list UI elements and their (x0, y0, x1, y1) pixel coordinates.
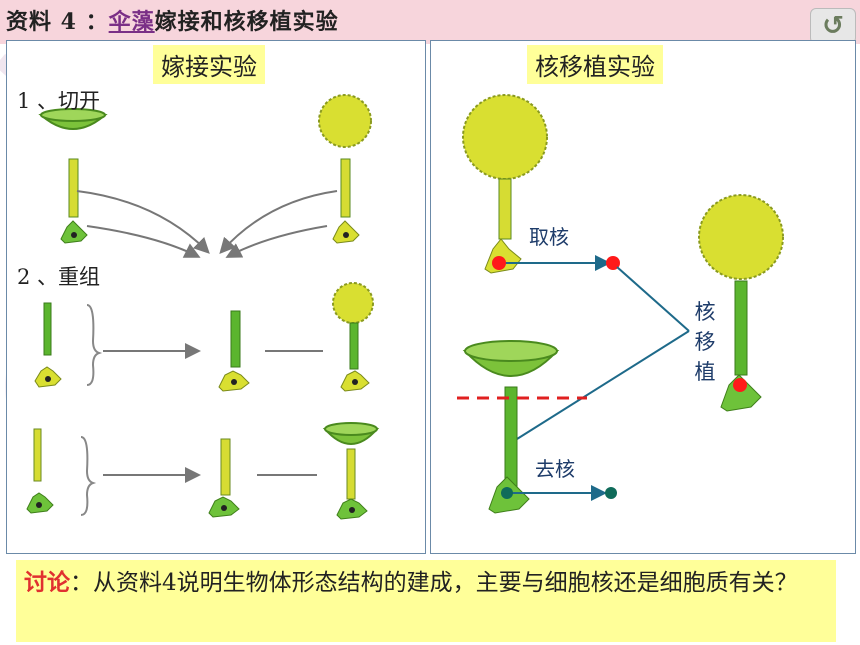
back-button[interactable]: ↺ (810, 8, 856, 44)
transplant-char: 移 (694, 330, 716, 354)
cup-cap-alga (38, 108, 108, 244)
discussion-lead: 讨论 (24, 569, 70, 596)
transplant-char: 植 (694, 360, 716, 384)
result-alga (698, 194, 784, 412)
transplant-label: 核移植实验 (527, 45, 663, 84)
donor-alga (462, 94, 548, 274)
recombine-row-2 (26, 422, 380, 520)
transplant-diagram (457, 94, 784, 514)
transplant-panel: 核移植实验 取核 去核 核 移 植 (430, 40, 856, 554)
discussion-box: 讨论：从资料4说明生物体形态结构的建成，主要与细胞核还是细胞质有关？ (16, 560, 836, 642)
grafting-label: 嫁接实验 (153, 45, 265, 84)
remove-nucleus-label: 去核 (535, 457, 575, 481)
recombine-row-1 (34, 282, 374, 392)
step-cut: 1 、切开 (17, 89, 101, 113)
title-suffix: 嫁接和核移植实验 (154, 9, 339, 35)
recipient-alga (462, 340, 560, 514)
title-prefix: 资料 4 ： (6, 9, 109, 35)
step-recombine: 2 、重组 (17, 265, 101, 289)
page-title: 资料 4 ：伞藻嫁接和核移植实验 (6, 4, 339, 36)
transplant-char: 核 (694, 300, 716, 324)
grafting-diagram (26, 94, 380, 520)
fluffy-cap-alga (318, 94, 372, 244)
title-bar: 资料 4 ：伞藻嫁接和核移植实验 ↺ (0, 0, 860, 44)
transplant-vertical-label: 核 移 植 (693, 297, 717, 387)
discussion-text: ：从资料4说明生物体形态结构的建成，主要与细胞核还是细胞质有关？ (70, 570, 798, 596)
title-link[interactable]: 伞藻 (108, 9, 155, 35)
back-icon: ↺ (822, 11, 844, 41)
grafting-panel: 嫁接实验 1 、切开 2 、重组 (6, 40, 426, 554)
take-nucleus-label: 取核 (529, 225, 569, 249)
